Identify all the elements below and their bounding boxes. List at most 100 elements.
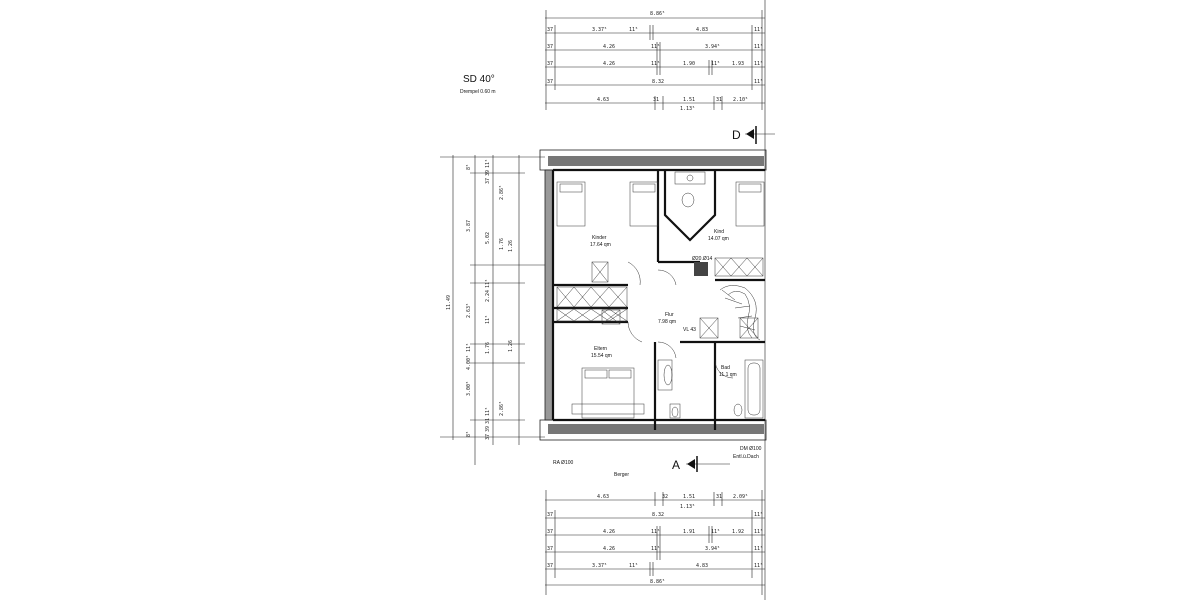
left-dim: 3.87 (466, 220, 472, 232)
top-dim: 3.37⁵ (592, 27, 607, 33)
section-label-a: A (672, 458, 680, 472)
left-dim: 37 (485, 178, 491, 184)
room-area-kinder: 17.64 qm (590, 242, 611, 248)
bottom-dim: 37 (547, 563, 553, 569)
bottom-dim: 11⁵ (629, 563, 638, 569)
door-swing (657, 269, 677, 286)
bottom-dimension-chains: 4.63 32 1.51 31 2.09⁵ 1.13⁵ 37 8.32 11⁵ … (545, 490, 765, 595)
bottom-dim: 8.32 (652, 512, 664, 518)
bottom-dim: 37 (547, 546, 553, 552)
bottom-dim: 2.09⁵ (733, 494, 748, 500)
skylight (591, 261, 759, 339)
top-dim: 37 (547, 79, 553, 85)
left-dim: 1.26 (508, 240, 514, 252)
room-name-eltern: Eltern (594, 346, 607, 352)
top-dim: 2.10⁵ (733, 97, 748, 103)
top-dimension-chains: 8.86⁵ 37 3.37⁵ 11⁵ 4.83 11⁵ 37 4.26 11⁵ … (545, 0, 766, 600)
vl-label: VL 43 (683, 327, 696, 333)
wardrobe (556, 257, 764, 322)
left-dim: 11⁵ (485, 279, 491, 288)
room-name-bad: Bad (721, 365, 730, 371)
top-dim: 1.90 (683, 61, 695, 67)
bed-kind (735, 181, 765, 227)
bottom-dim: 11⁵ (754, 563, 763, 569)
top-dim: 11⁵ (711, 61, 720, 67)
top-dim-total: 8.86⁵ (650, 11, 665, 17)
left-dim: 1.76 (485, 342, 491, 354)
top-dim: 8.32 (652, 79, 664, 85)
bottom-dim: 3.37⁵ (592, 563, 607, 569)
staircase (719, 285, 761, 341)
top-dim: 37 (547, 27, 553, 33)
bottom-dim: 3.94⁵ (705, 546, 720, 552)
top-dim: 1.93 (732, 61, 744, 67)
left-dim: 11⁵ (466, 343, 472, 352)
left-dim: 2.24 (485, 290, 491, 302)
left-dim: 1.26 (508, 340, 514, 352)
roof-overhang-hatch-top (548, 156, 764, 166)
left-dim: 2.86⁵ (499, 185, 505, 200)
bottom-dim: 11⁵ (651, 546, 660, 552)
top-dim: 11⁵ (651, 61, 660, 67)
bottom-dim: 11⁵ (651, 529, 660, 535)
bed-eltern (571, 367, 645, 419)
left-dim-total: 11.49 (446, 295, 452, 310)
bottom-dim: 4.63 (597, 494, 609, 500)
section-marker-a: A (672, 456, 730, 472)
top-dim: 31 (716, 97, 722, 103)
bed-kinder-2 (629, 181, 659, 227)
left-dim: 39 (485, 170, 491, 176)
bottom-dim: 1.13⁵ (680, 504, 695, 510)
top-dim: 4.26 (603, 44, 615, 50)
chimney (694, 262, 708, 276)
bottom-dim: 1.92 (732, 529, 744, 535)
top-dim: 1.51 (683, 97, 695, 103)
top-dim: 4.26 (603, 61, 615, 67)
top-dim: 11⁵ (754, 61, 763, 67)
bottom-dim: 1.51 (683, 494, 695, 500)
berger-label: Berger (614, 472, 629, 478)
top-dim: 11⁵ (754, 44, 763, 50)
washbasin (657, 359, 673, 391)
bottom-dim: 11⁵ (711, 529, 720, 535)
left-dim: 11⁵ (485, 315, 491, 324)
floor-plan: Kinder 17.64 qm Kind 14.07 qm Flur 7.98 … (539, 149, 767, 478)
left-dim: 39 (485, 426, 491, 432)
entl-label: Entl.ü.Dach (733, 454, 759, 460)
bottom-dim: 4.26 (603, 529, 615, 535)
top-dim: 1.13⁵ (680, 106, 695, 112)
bottom-dim: 11⁵ (754, 546, 763, 552)
dm-label: DM Ø100 (740, 446, 762, 452)
room-area-eltern: 15.54 qm (591, 353, 612, 359)
left-dim: 2.86⁵ (499, 401, 505, 416)
top-dim: 4.83 (696, 27, 708, 33)
chimney-label: Ø20.Ø14 (692, 256, 713, 262)
bottom-dim: 4.83 (696, 563, 708, 569)
left-dim: 37 (485, 434, 491, 440)
left-dim: 2.63⁵ (466, 303, 472, 318)
roof-pitch-label: SD 40° (463, 74, 495, 85)
bottom-dim-total: 8.86⁵ (650, 579, 665, 585)
room-area-kind: 14.07 qm (708, 236, 729, 242)
bottom-dim: 31 (716, 494, 722, 500)
bottom-dim: 37 (547, 512, 553, 518)
bottom-dim: 1.91 (683, 529, 695, 535)
bottom-dim: 4.26 (603, 546, 615, 552)
bottom-dim: 11⁵ (754, 512, 763, 518)
door-swing (627, 261, 641, 286)
door-swing (714, 359, 734, 379)
section-marker-d: D (732, 126, 775, 144)
left-dim: 1.76 (499, 238, 505, 250)
top-dim: 11⁵ (629, 27, 638, 33)
left-dim: 31 (485, 418, 491, 424)
left-dim: 8⁵ (466, 431, 472, 437)
top-dim: 3.94⁵ (705, 44, 720, 50)
top-dim: 31 (653, 97, 659, 103)
top-dim: 11⁵ (754, 27, 763, 33)
bathtub (744, 359, 764, 419)
left-dimension-chains: 11.49 8⁵ 3.87 2.63⁵ 11⁵ 4.00⁵ 3.00⁵ 8⁵ 1… (440, 155, 545, 465)
ra-label: RA Ø100 (553, 460, 574, 466)
top-dim: 37 (547, 61, 553, 67)
left-dim: 11⁵ (485, 159, 491, 168)
